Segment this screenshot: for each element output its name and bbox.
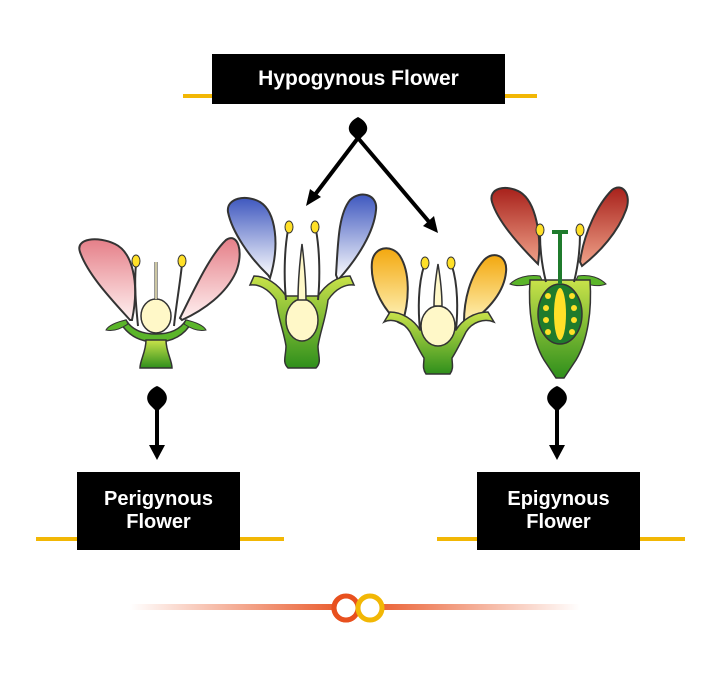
epigynous-label: Epigynous Flower (477, 472, 640, 550)
hypogynous-label: Hypogynous Flower (212, 54, 505, 104)
perigynous-label: Perigynous Flower (77, 472, 240, 550)
arrow-icon (306, 117, 438, 233)
infinity-logo-icon (130, 593, 580, 623)
hypogynous-yellow-flower-illustration (370, 247, 508, 375)
epigynous-flower-illustration (490, 186, 629, 379)
perigynous-flower-illustration (78, 237, 241, 369)
perigynous-label-line2: Flower (126, 511, 191, 533)
epigynous-label-line2: Flower (526, 511, 591, 533)
epigynous-label-line1: Epigynous (507, 488, 610, 510)
arrow-icon (547, 386, 567, 460)
hypogynous-blue-flower-illustration (226, 193, 378, 369)
hypogynous-label-text: Hypogynous Flower (258, 66, 459, 90)
perigynous-label-line1: Perigynous (104, 488, 213, 510)
arrow-icon (147, 386, 167, 460)
